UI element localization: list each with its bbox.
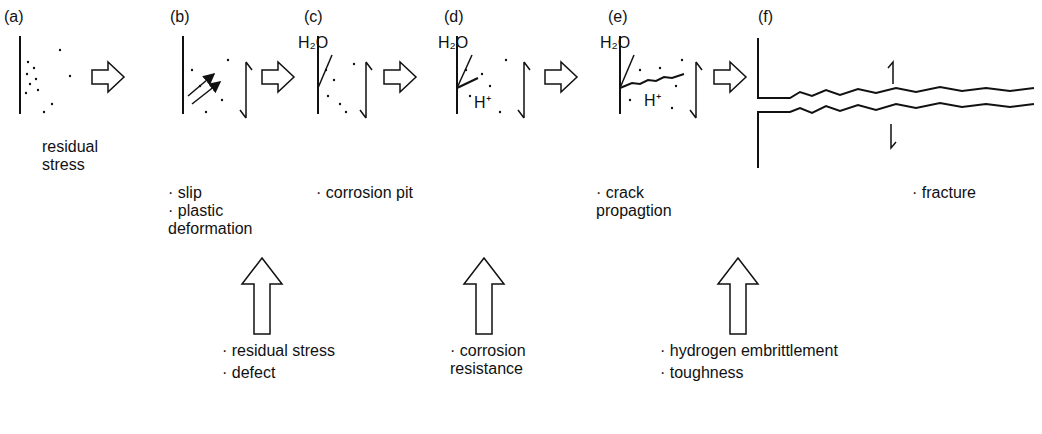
shear-arrow	[360, 62, 372, 118]
fracture-piece	[758, 38, 1034, 98]
stage-letter: (e)	[608, 8, 628, 26]
factor-item: · defect	[222, 364, 275, 382]
factor-item: · corrosion resistance	[450, 342, 574, 378]
factor-item: · hydrogen embrittlement	[660, 342, 838, 360]
leader-line	[457, 55, 472, 88]
stage-letter: (b)	[170, 8, 190, 26]
stage-letter: (c)	[304, 8, 323, 26]
stage-note: · slip	[168, 184, 202, 202]
crack	[620, 74, 684, 88]
stage-note: · fracture	[912, 184, 976, 202]
water-label: H₂O	[600, 34, 630, 52]
hollow-arrow	[92, 62, 124, 92]
stage-letter: (f)	[758, 8, 773, 26]
load-mark	[891, 124, 896, 148]
slip-line	[188, 74, 214, 96]
shear-arrow	[240, 62, 252, 118]
hollow-up-arrow	[242, 258, 282, 334]
stage-note: · corrosion pit	[316, 184, 413, 202]
stage-note: residual stress	[42, 138, 118, 174]
stage-letter: (d)	[444, 8, 464, 26]
surface-line	[19, 36, 21, 114]
factor-item: · toughness	[660, 364, 744, 382]
corrosion-pit	[457, 78, 478, 88]
ion-label: H⁺	[474, 94, 491, 112]
shear-arrow	[690, 62, 702, 118]
fracture-piece	[758, 103, 1034, 168]
hollow-arrow	[714, 62, 746, 92]
factor-item: · residual stress	[222, 342, 335, 360]
stage-letter: (a)	[4, 8, 24, 26]
hollow-arrow	[545, 62, 577, 92]
surface-line	[182, 36, 184, 114]
hollow-up-arrow	[718, 258, 758, 334]
hollow-arrow	[384, 62, 416, 92]
load-mark	[888, 62, 893, 84]
leader-line	[318, 55, 332, 88]
slip-line	[192, 82, 220, 104]
shear-arrow	[518, 62, 530, 118]
water-label: H₂O	[438, 34, 468, 52]
ion-label: H⁺	[644, 92, 661, 110]
defect-dots	[25, 49, 683, 113]
water-label: H₂O	[298, 34, 328, 52]
hollow-arrow	[262, 62, 294, 92]
hollow-up-arrow	[464, 258, 504, 334]
stage-note: · crack propagtion	[596, 184, 706, 220]
stage-note: · plastic deformation	[168, 202, 278, 238]
